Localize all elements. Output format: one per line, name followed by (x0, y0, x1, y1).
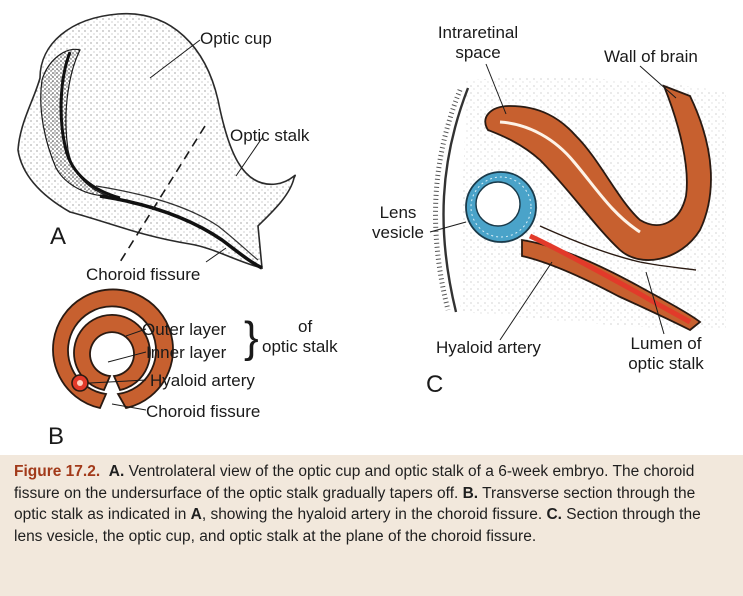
leader-outer-layer (125, 328, 147, 337)
caption-c-text: Section through the lens vesicle, the op… (14, 506, 701, 545)
hyaloid-artery-c (528, 233, 692, 325)
outer-layer (52, 288, 174, 410)
leader-hyaloid-artery-b (89, 379, 147, 384)
optic-stalk-lower (521, 238, 702, 332)
surface-ectoderm-line (442, 87, 470, 313)
choroid-fissure-edge (95, 185, 259, 261)
caption-c-letter: C. (546, 506, 562, 523)
optic-cup-inner-rim (59, 51, 121, 200)
label-outer-layer: Outer layer (142, 320, 227, 339)
label-choroid-fissure-b: Choroid fissure (146, 402, 261, 421)
leader-inner-layer (107, 351, 147, 363)
panel-b-letter: B (48, 423, 65, 450)
figure-caption: Figure 17.2. A. Ventrolateral view of th… (0, 455, 743, 596)
label-lens-vesicle: Lens vesicle (372, 203, 424, 242)
label-optic-stalk-b: optic stalk (262, 337, 338, 356)
label-intraretinal: Intraretinal space (437, 23, 519, 62)
brace-symbol: } (244, 313, 259, 362)
label-optic-stalk-a: Optic stalk (230, 126, 310, 145)
label-inner-layer: Inner layer (146, 343, 227, 362)
panel-b-drawing (52, 288, 174, 411)
caption-b-text-2: , showing the hyaloid artery in the chor… (201, 506, 547, 523)
intraretinal-space-line (499, 120, 641, 234)
label-of: of (298, 317, 313, 336)
label-optic-cup: Optic cup (200, 29, 272, 48)
panel-c-drawing (429, 63, 726, 341)
leader-lens-vesicle (429, 221, 467, 233)
label-wall-of-brain: Wall of brain (604, 47, 698, 66)
choroid-fissure-groove (99, 194, 263, 270)
caption-b-letter: B. (462, 484, 479, 502)
lens-vesicle-lumen (475, 181, 521, 227)
optic-cup-body (17, 13, 296, 270)
label-choroid-fissure-a: Choroid fissure (86, 265, 201, 284)
leader-optic-stalk (235, 137, 263, 177)
caption-figure-label: Figure 17.2. (14, 463, 101, 480)
leader-hyaloid-artery-c (499, 261, 553, 341)
leader-choroid-fissure-b (111, 403, 147, 411)
caption-b-text-1: Transverse section through the optic sta… (14, 484, 696, 524)
figure-illustration (17, 13, 726, 411)
section-plane-line (119, 125, 206, 263)
leader-choroid-fissure-a (205, 247, 227, 263)
label-hyaloid-artery-b: Hyaloid artery (150, 371, 255, 390)
lumen-line (539, 225, 697, 271)
leader-lumen-optic-stalk (645, 271, 665, 335)
panel-c-letter: C (426, 371, 444, 398)
label-hyaloid-artery-c: Hyaloid artery (436, 338, 541, 357)
caption-text: Figure 17.2. A. Ventrolateral view of th… (14, 461, 731, 547)
label-lumen-optic-stalk: Lumen of optic stalk (628, 334, 704, 373)
caption-b-ref: A (190, 506, 202, 523)
leader-intraretinal-space (485, 63, 507, 115)
caption-a-text: Ventrolateral view of the optic cup and … (14, 463, 695, 502)
panel-a-drawing (17, 13, 296, 270)
caption-a-letter: A. (108, 463, 125, 480)
inner-layer (73, 313, 151, 392)
leader-optic-cup (149, 39, 201, 79)
leader-wall-of-brain (639, 65, 677, 99)
panel-a-letter: A (50, 223, 67, 250)
optic-cup-wall (484, 84, 712, 261)
